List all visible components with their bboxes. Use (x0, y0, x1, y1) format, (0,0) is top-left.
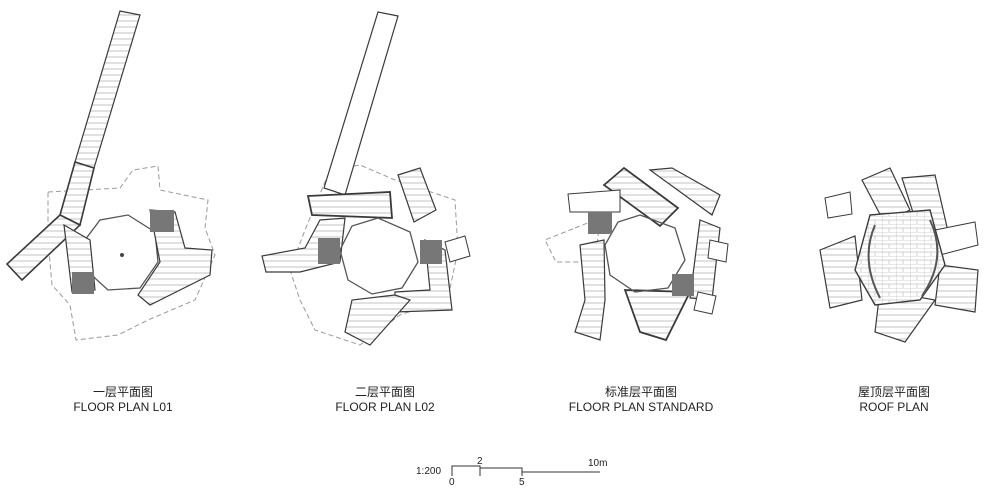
scale-tick-10m: 10m (588, 458, 608, 469)
caption-l02-cn: 二层平面图 (354, 385, 415, 399)
caption-standard-cn: 标准层平面图 (604, 385, 677, 399)
plan-l01 (5, 10, 216, 341)
overhead-outline-standard (544, 217, 601, 263)
central-ring-l02 (339, 217, 419, 295)
central-ring-standard (604, 214, 686, 293)
plan-l02 (261, 11, 471, 346)
caption-roof: 屋顶层平面图 ROOF PLAN (794, 385, 994, 415)
core-standard-a (588, 212, 612, 234)
stair-arm-l01-b (137, 209, 213, 306)
central-ring-l01 (84, 214, 159, 291)
scale-tick-2: 2 (477, 456, 483, 467)
caption-standard: 标准层平面图 FLOOR PLAN STANDARD (541, 385, 741, 415)
caption-l01: 一层平面图 FLOOR PLAN L01 (23, 385, 223, 415)
entrance-ramp-l02 (323, 11, 399, 196)
caption-roof-cn: 屋顶层平面图 (857, 385, 930, 399)
caption-l01-cn: 一层平面图 (92, 385, 153, 399)
caption-l02-en: FLOOR PLAN L02 (335, 400, 435, 414)
caption-l01-en: FLOOR PLAN L01 (73, 400, 173, 414)
plan-standard (544, 166, 729, 342)
core-l02-a (318, 238, 340, 264)
scale-bar (451, 465, 600, 476)
roof-paving (854, 209, 946, 306)
scale-ratio: 1:200 (416, 466, 442, 477)
caption-l02: 二层平面图 FLOOR PLAN L02 (285, 385, 485, 415)
caption-roof-en: ROOF PLAN (859, 400, 929, 414)
entrance-ramp-l01 (5, 10, 141, 282)
scale-tick-5: 5 (519, 477, 525, 488)
caption-standard-en: FLOOR PLAN STANDARD (568, 400, 714, 414)
core-l01-b (150, 210, 174, 232)
scale-tick-0: 0 (449, 477, 455, 488)
core-standard-b (672, 274, 694, 296)
core-l02-b (420, 240, 442, 264)
plan-roof (819, 167, 979, 343)
core-l01-a (72, 272, 94, 294)
